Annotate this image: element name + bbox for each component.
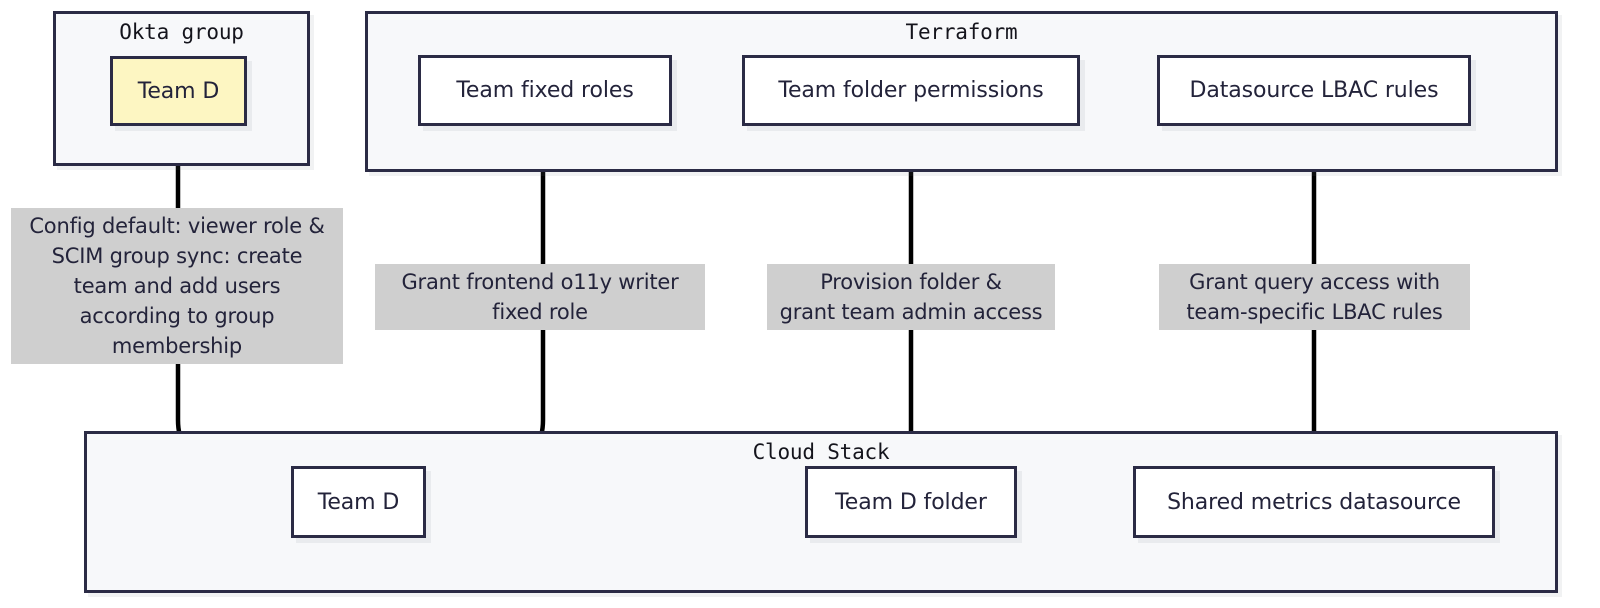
edge-label-fixedroles-to-team: Grant frontend o11y writer fixed role bbox=[375, 264, 705, 330]
node-okta-team-d[interactable]: Team D bbox=[110, 56, 247, 126]
node-cloud-team-d[interactable]: Team D bbox=[291, 466, 426, 538]
node-team-fixed-roles-label: Team fixed roles bbox=[456, 78, 634, 103]
node-datasource-lbac-rules-label: Datasource LBAC rules bbox=[1189, 78, 1439, 103]
node-shared-metrics-datasource-label: Shared metrics datasource bbox=[1167, 489, 1461, 515]
edge-label-folderperms-to-folder: Provision folder & grant team admin acce… bbox=[767, 264, 1055, 330]
cluster-okta-group-title: Okta group bbox=[119, 20, 244, 44]
node-team-folder-permissions[interactable]: Team folder permissions bbox=[742, 55, 1080, 126]
node-cloud-team-d-label: Team D bbox=[317, 489, 400, 515]
cluster-cloud-stack-title: Cloud Stack bbox=[752, 440, 890, 464]
edge-label-okta-to-team: Config default: viewer role & SCIM group… bbox=[11, 208, 343, 364]
cluster-terraform-title: Terraform bbox=[905, 20, 1018, 44]
node-okta-team-d-label: Team D bbox=[137, 78, 220, 104]
node-team-d-folder-label: Team D folder bbox=[835, 489, 987, 515]
node-team-fixed-roles[interactable]: Team fixed roles bbox=[418, 55, 672, 126]
node-team-d-folder[interactable]: Team D folder bbox=[805, 466, 1017, 538]
node-shared-metrics-datasource[interactable]: Shared metrics datasource bbox=[1133, 466, 1495, 538]
edge-label-lbac-to-datasource: Grant query access with team-specific LB… bbox=[1159, 264, 1470, 330]
node-team-folder-permissions-label: Team folder permissions bbox=[778, 78, 1044, 103]
node-datasource-lbac-rules[interactable]: Datasource LBAC rules bbox=[1157, 55, 1471, 126]
